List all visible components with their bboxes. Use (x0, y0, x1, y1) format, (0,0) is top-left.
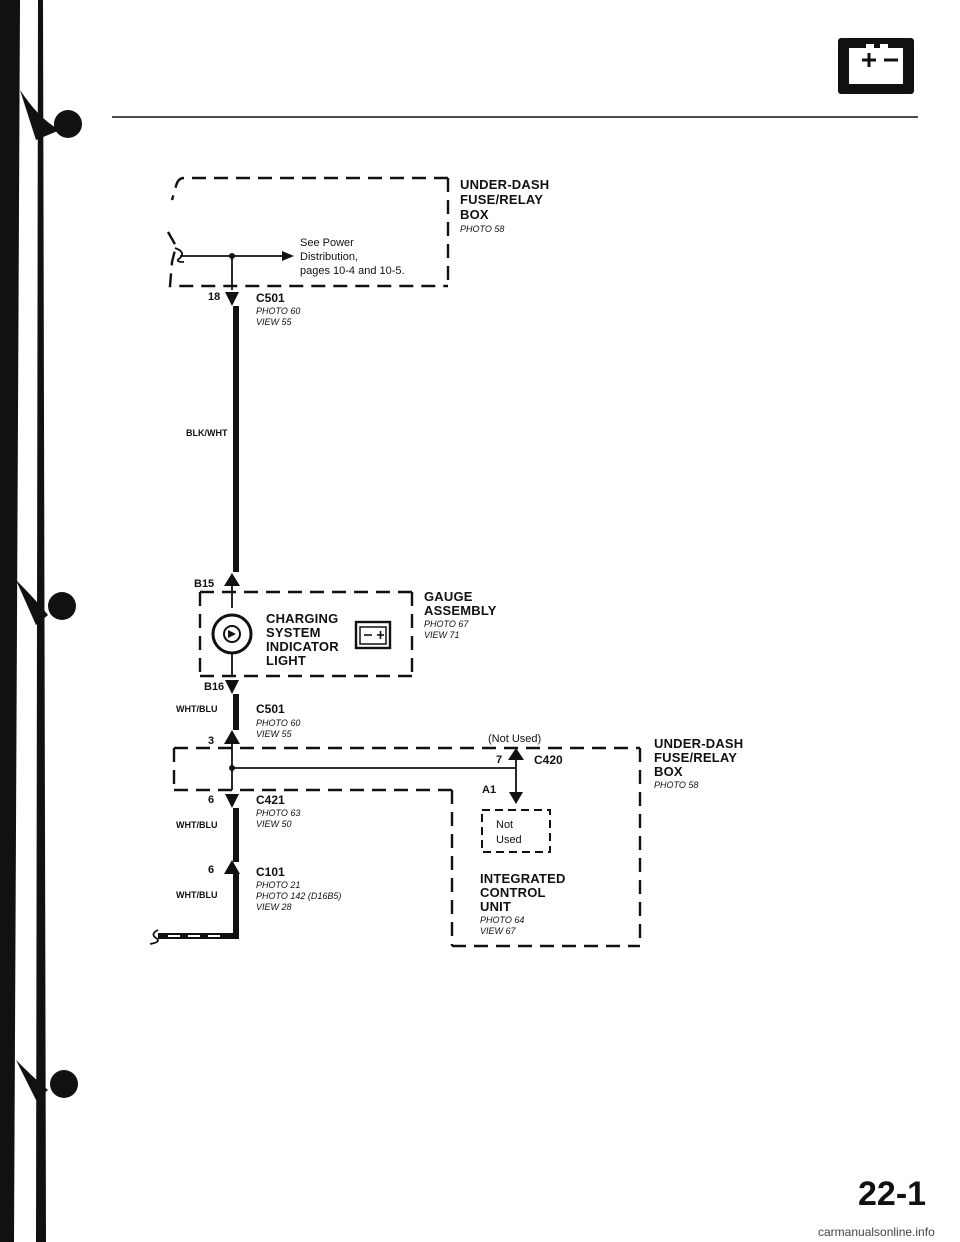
icu-name-2: CONTROL (480, 885, 546, 900)
light-name-1: CHARGING (266, 611, 338, 626)
power-note-1: See Power (300, 237, 354, 249)
c501-top-pin: 18 (208, 291, 220, 303)
page-number: 22-1 (858, 1175, 926, 1213)
c420-id: C420 (534, 753, 563, 767)
c421-view: VIEW 50 (256, 819, 292, 829)
watermark: carmanualsonline.info (818, 1225, 935, 1239)
c421-photo: PHOTO 63 (256, 808, 300, 818)
connector-c501-top-mark (225, 292, 239, 306)
fuse-box-bottom (172, 744, 642, 948)
c101-view: VIEW 28 (256, 902, 292, 912)
fuse-box-bottom-photo: PHOTO 58 (654, 780, 698, 790)
connector-b16-mark (225, 680, 239, 694)
connector-c421-mark (225, 794, 239, 808)
not-used-box (481, 809, 551, 853)
c501-top-photo: PHOTO 60 (256, 306, 300, 316)
fuse-box-top-name-2: FUSE/RELAY (460, 192, 543, 207)
icu-view: VIEW 67 (480, 926, 517, 936)
fuse-box-bottom-name-3: BOX (654, 764, 683, 779)
gauge-name-2: ASSEMBLY (424, 603, 497, 618)
power-note-3: pages 10-4 and 10-5. (300, 265, 405, 277)
c501-mid-photo: PHOTO 60 (256, 718, 300, 728)
power-note-2: Distribution, (300, 251, 358, 263)
light-name-3: INDICATOR (266, 639, 339, 654)
connector-c101-mark (224, 860, 240, 874)
gauge-name-1: GAUGE (424, 589, 473, 604)
not-used-label: (Not Used) (488, 733, 541, 745)
c421-id: C421 (256, 793, 285, 807)
continuation-wire (149, 928, 239, 945)
connector-b15-mark (224, 573, 240, 586)
icu-photo: PHOTO 64 (480, 915, 524, 925)
c501-top-id: C501 (256, 291, 285, 305)
light-name-4: LIGHT (266, 653, 306, 668)
light-name-2: SYSTEM (266, 625, 321, 640)
fuse-box-bottom-name-2: FUSE/RELAY (654, 750, 737, 765)
b16-id: B16 (204, 681, 224, 693)
b15-id: B15 (194, 578, 214, 590)
wire-label-blk-wht: BLK/WHT (186, 428, 228, 438)
c420-pin: 7 (496, 754, 502, 766)
c501-mid-id: C501 (256, 702, 285, 716)
connector-c501-mid-mark (224, 730, 240, 744)
fuse-box-bottom-name-1: UNDER-DASH (654, 736, 743, 751)
c501-mid-pin: 3 (208, 735, 214, 747)
fuse-box-top (166, 176, 450, 288)
battery-icon (838, 38, 914, 94)
wire-label-wht-blu-2: WHT/BLU (176, 820, 218, 830)
icu-name-1: INTEGRATED (480, 871, 566, 886)
page-binding-edge (0, 0, 82, 1242)
c421-pin: 6 (208, 794, 214, 806)
a1-id: A1 (482, 784, 496, 796)
c101-photo: PHOTO 21 (256, 880, 300, 890)
wire-label-wht-blu-1: WHT/BLU (176, 704, 218, 714)
connector-c420-mark (508, 748, 524, 760)
c101-id: C101 (256, 865, 285, 879)
arrow-icon (282, 251, 294, 261)
gauge-photo: PHOTO 67 (424, 619, 469, 629)
c101-pin: 6 (208, 864, 214, 876)
wire-label-wht-blu-3: WHT/BLU (176, 890, 218, 900)
c501-mid-view: VIEW 55 (256, 729, 293, 739)
not-used-inner-2: Used (496, 834, 522, 846)
fuse-box-top-name-1: UNDER-DASH (460, 177, 549, 192)
connector-a1-mark (509, 792, 523, 804)
icu-name-3: UNIT (480, 899, 511, 914)
c101-photo2: PHOTO 142 (D16B5) (256, 891, 341, 901)
gauge-assembly (198, 586, 414, 678)
c501-top-view: VIEW 55 (256, 317, 293, 327)
not-used-inner-1: Not (496, 819, 513, 831)
fuse-box-top-photo: PHOTO 58 (460, 224, 504, 234)
fuse-box-top-name-3: BOX (460, 207, 489, 222)
gauge-view: VIEW 71 (424, 630, 460, 640)
